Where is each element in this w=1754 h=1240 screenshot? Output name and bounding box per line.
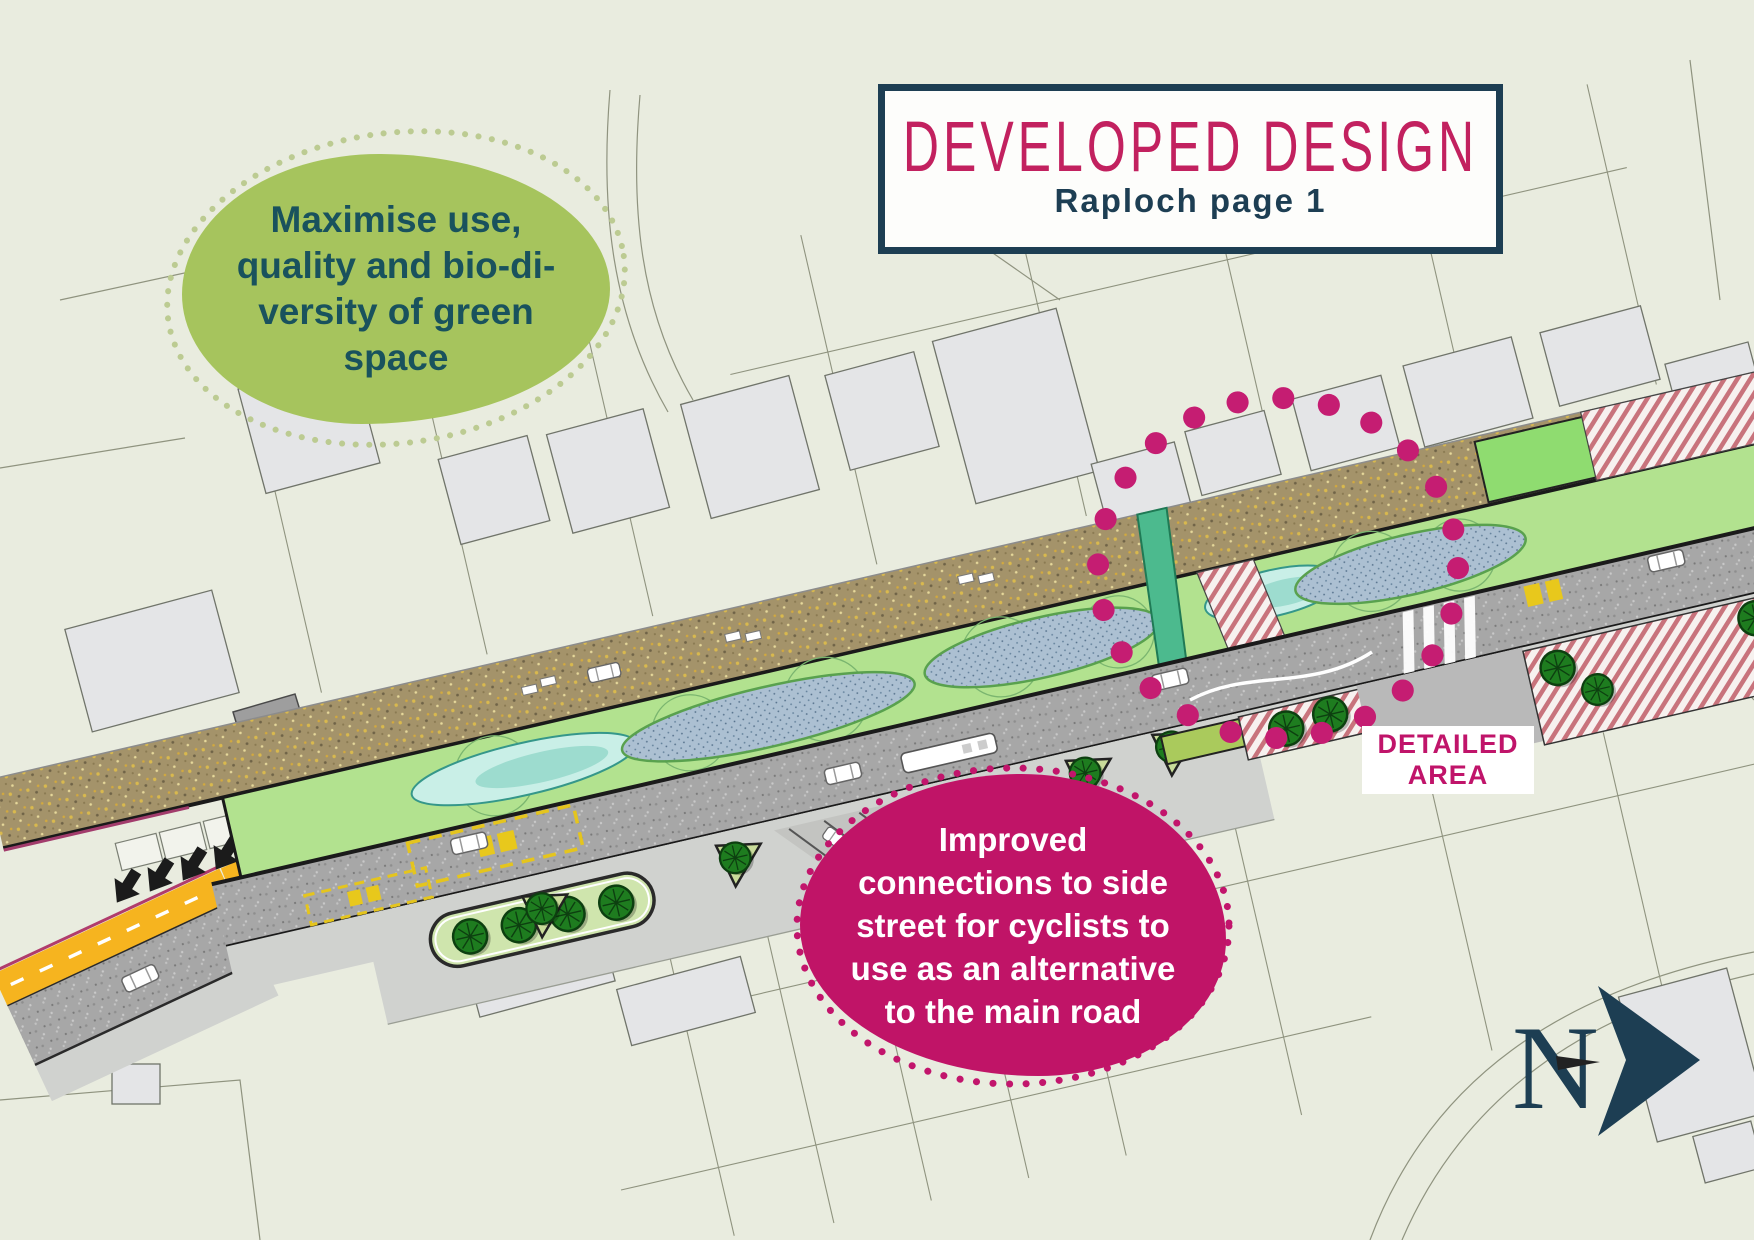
- detail-area-dotted-ring: [1087, 387, 1469, 749]
- green-note-line: Maximise use,: [270, 199, 522, 240]
- pink-note-line: Improved: [938, 820, 1088, 858]
- pink-note-line: use as an alternative: [850, 949, 1176, 987]
- green-note-blob: Maximise use, quality and bio-di- versit…: [182, 154, 610, 424]
- green-note-line: versity of green: [258, 291, 534, 332]
- rain-garden: [620, 670, 916, 763]
- north-arrow-icon: [1598, 986, 1700, 1136]
- rain-garden: [1294, 523, 1527, 606]
- small-arrow-glyph: [1556, 1056, 1600, 1070]
- page-title: DEVELOPED DESIGN: [902, 107, 1479, 187]
- pond-inner: [475, 745, 609, 789]
- detailed-area-label: DETAILED AREA: [1362, 726, 1534, 794]
- green-note-dotted-ring: [164, 128, 628, 448]
- page-subtitle: Raploch page 1: [1054, 182, 1327, 219]
- paved-path: [1579, 363, 1754, 482]
- bus-stop-marking: [1523, 578, 1564, 608]
- cycle-route-yellow: [0, 868, 234, 1006]
- title-box: DEVELOPED DESIGN Raploch page 1: [878, 84, 1503, 254]
- green-note-line: quality and bio-di-: [236, 245, 556, 286]
- detailed-area-line: AREA: [1407, 760, 1489, 790]
- north-label: N: [1512, 1001, 1599, 1134]
- pink-note-line: connections to side: [858, 863, 1168, 901]
- green-note-line: space: [343, 337, 449, 378]
- pink-note-line: street for cyclists to: [856, 906, 1170, 944]
- bus-stop-marking: [302, 865, 435, 927]
- north-marker: N: [1512, 986, 1700, 1136]
- building-footprints: [64, 305, 1754, 1184]
- pink-note-dotted-ring: [793, 764, 1233, 1088]
- path-furniture: [520, 571, 996, 696]
- pink-note-line: to the main road: [884, 992, 1142, 1030]
- road-lining: [1189, 650, 1373, 702]
- detailed-area-line: DETAILED: [1377, 729, 1519, 759]
- shared-path: [0, 363, 1754, 849]
- bus-icon: [900, 732, 998, 774]
- west-approach-road: [0, 865, 279, 1102]
- west-footway: [35, 959, 279, 1102]
- pink-note-blob: Improved connections to side street for …: [800, 774, 1226, 1076]
